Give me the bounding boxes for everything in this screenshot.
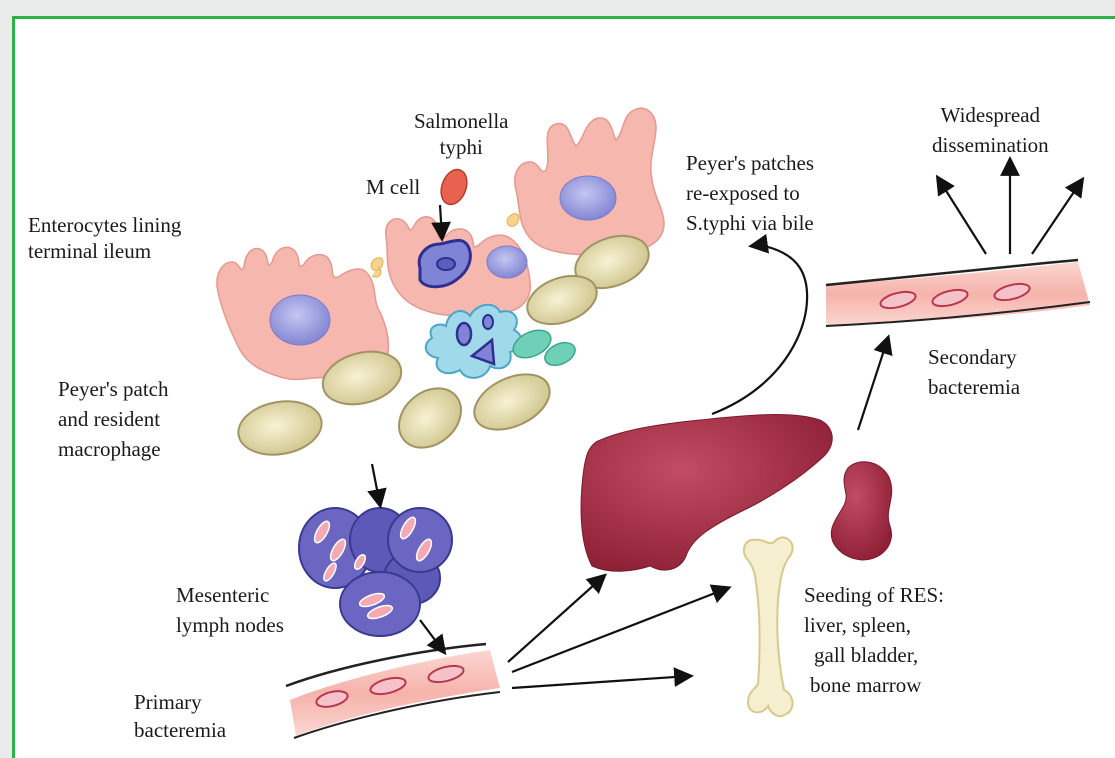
bacterium — [437, 258, 455, 270]
m-cell-label: M cell — [366, 174, 420, 200]
nucleus — [560, 176, 616, 220]
tight-junction — [507, 214, 519, 227]
nucleus — [487, 246, 527, 278]
teal-cells — [509, 325, 579, 370]
mesenteric-lymph-nodes — [299, 508, 452, 636]
primary-vessel — [286, 644, 500, 738]
salmonella-bacterium — [437, 166, 472, 208]
enterocyte-right — [515, 108, 664, 255]
spleen — [831, 462, 891, 560]
secondary-vessel — [826, 260, 1090, 326]
resident-macrophage — [426, 305, 521, 378]
tight-junction — [371, 258, 383, 277]
bone — [744, 537, 793, 716]
seeding-label: Seeding of RES:liver, spleen,gall bladde… — [804, 580, 944, 700]
nucleus — [270, 295, 330, 345]
liver — [581, 415, 832, 572]
